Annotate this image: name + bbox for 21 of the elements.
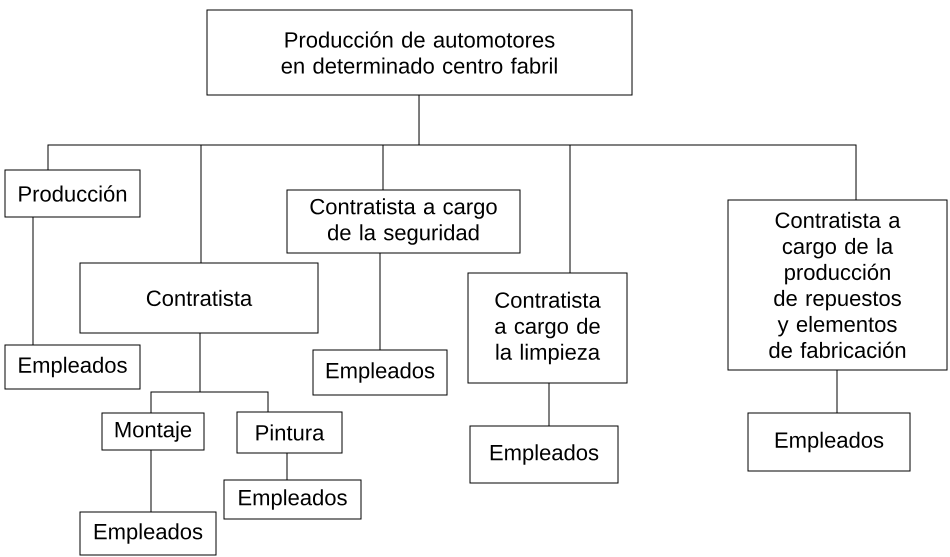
connector-line xyxy=(548,383,550,426)
connector-line xyxy=(286,453,288,480)
org-box: Empleados xyxy=(4,344,140,390)
org-box: Pintura xyxy=(236,412,342,454)
org-box: Producción de automotores en determinado centro fabril xyxy=(206,10,632,96)
org-box: Empleados xyxy=(470,426,618,484)
org-box: Contratista a cargo de la limpieza xyxy=(468,272,628,384)
org-box: Contratista a cargo de la seguridad xyxy=(286,190,520,254)
connector-line xyxy=(836,370,838,413)
connector-line xyxy=(418,95,856,200)
org-box: Montaje xyxy=(102,412,204,450)
org-box: Empleados xyxy=(224,480,362,520)
org-box: Contratista a cargo de la producción de repuestos y elementos de fabricación xyxy=(728,200,948,370)
org-box: Empleados xyxy=(312,350,448,396)
org-box: Empleados xyxy=(80,512,216,556)
org-box: Empleados xyxy=(748,412,911,472)
connector-line xyxy=(32,217,34,345)
connector-line xyxy=(150,450,152,512)
connector-line xyxy=(200,333,268,412)
org-box: Producción xyxy=(4,170,140,218)
org-box: Contratista xyxy=(80,262,318,334)
